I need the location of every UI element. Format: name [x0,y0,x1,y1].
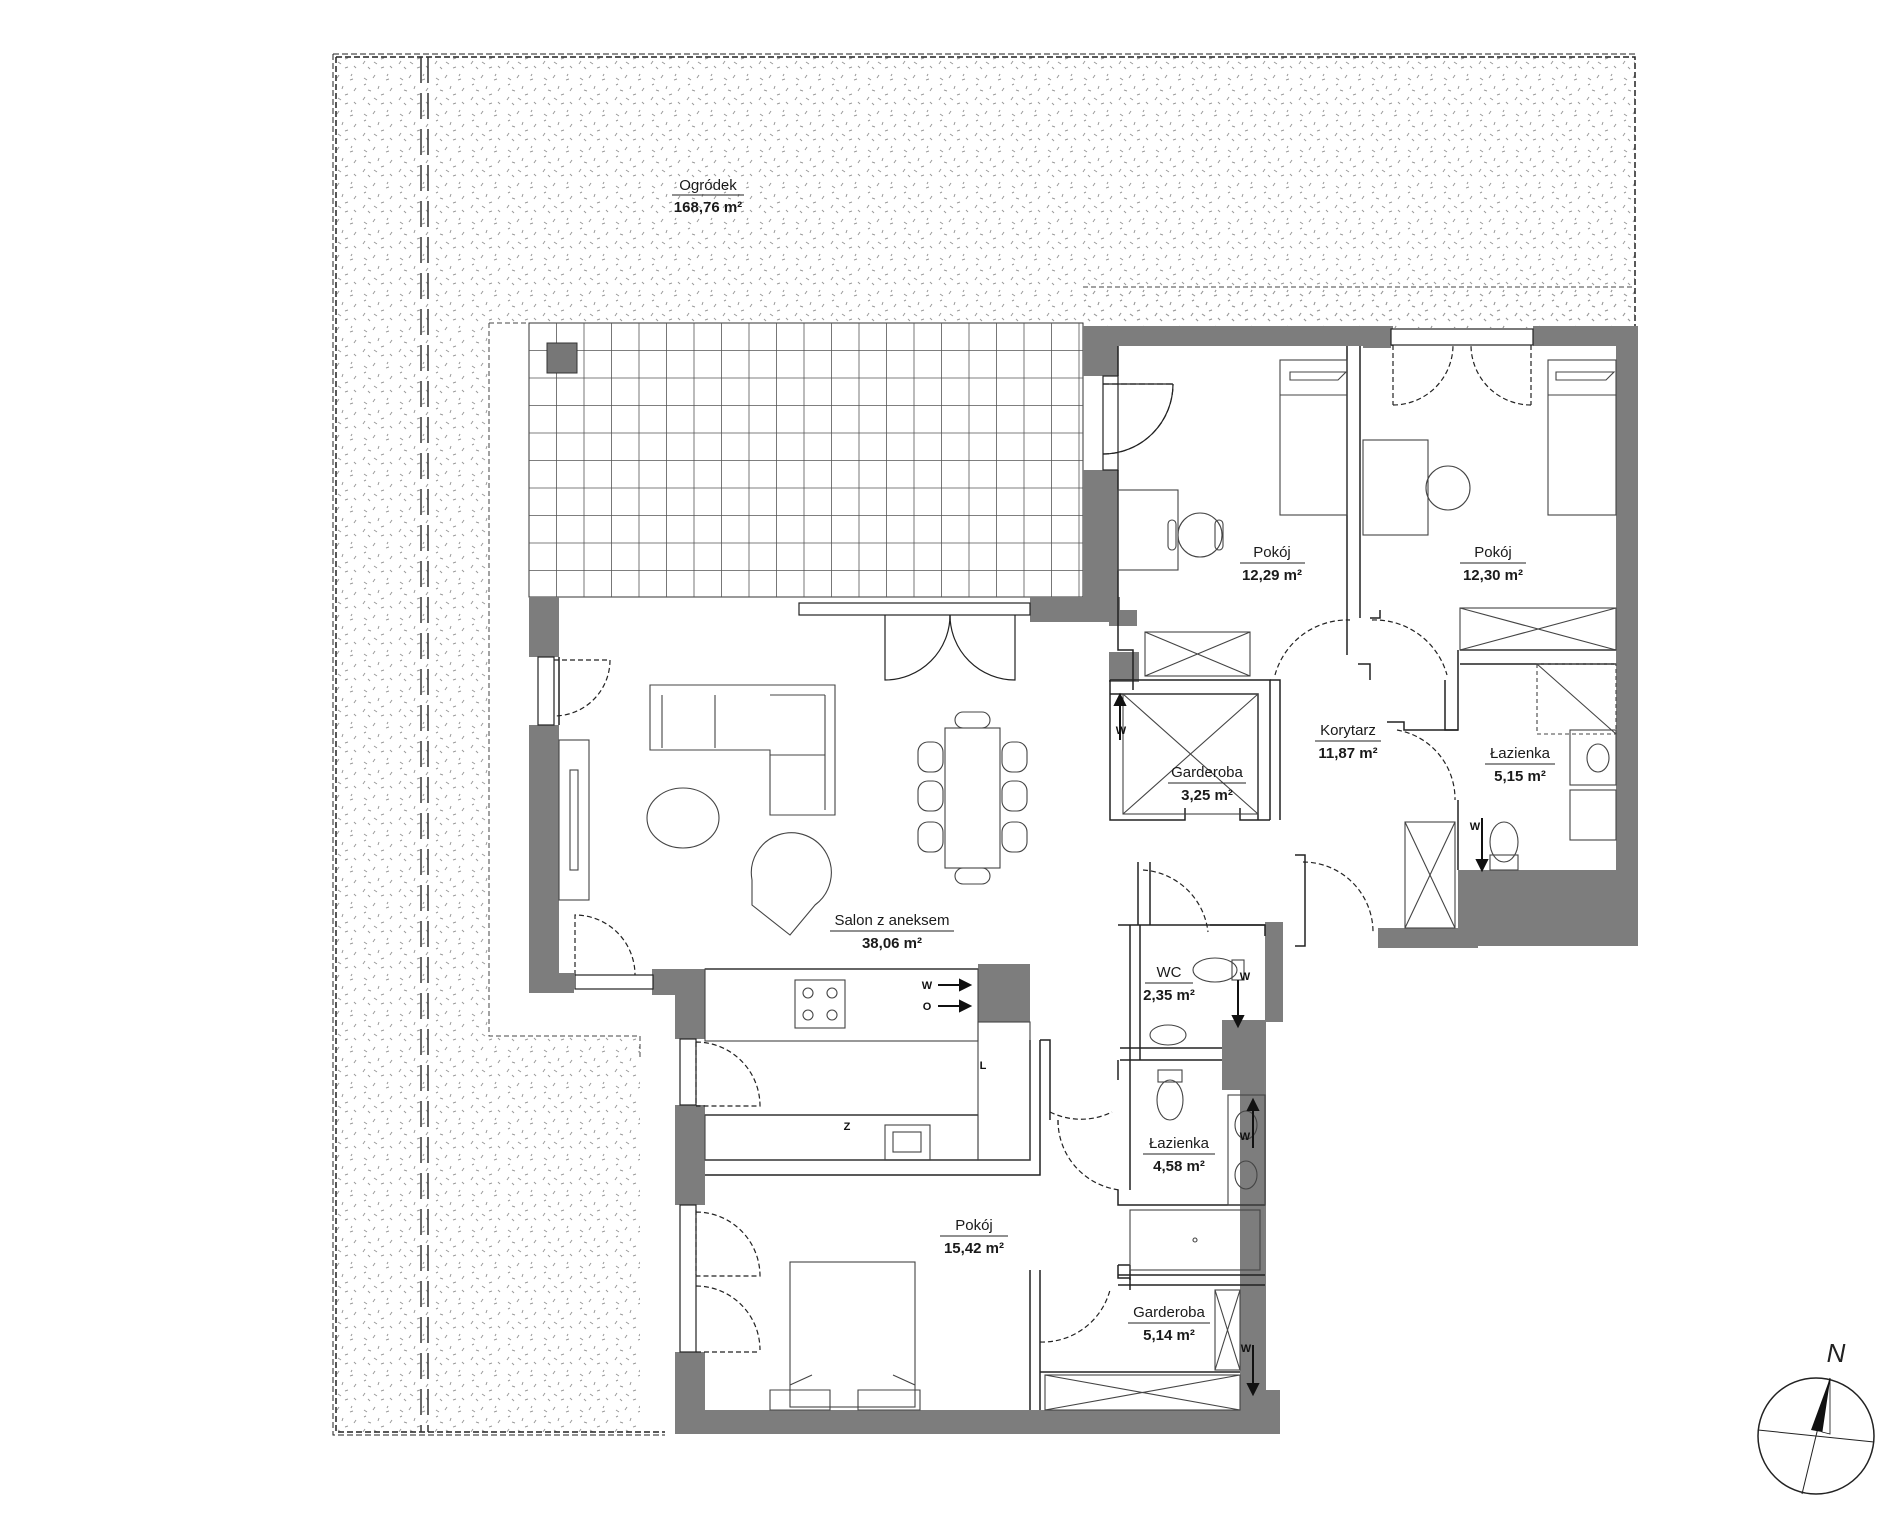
utility-marks: W W W W W W O L Z [844,692,1489,1397]
label-wc: WC 2,35 m² [1143,964,1195,1004]
washer-icon [1569,789,1617,841]
svg-text:Korytarz: Korytarz [1320,722,1376,739]
svg-text:Ogródek: Ogródek [679,177,737,194]
svg-text:15,42 m²: 15,42 m² [944,1240,1004,1257]
svg-text:WC: WC [1157,964,1182,981]
dishwasher-label: Z [844,1121,851,1133]
shower-icon [1536,663,1617,735]
desk-icon [1117,489,1179,571]
svg-text:Garderoba: Garderoba [1133,1304,1205,1321]
svg-text:Łazienka: Łazienka [1149,1135,1210,1152]
garden-area [332,53,1638,1436]
vent-label: W [1241,1343,1252,1355]
wardrobe-icon [1459,607,1617,651]
kitchen-counter-icon [704,968,1031,1161]
svg-text:2,35 m²: 2,35 m² [1143,987,1195,1004]
label-corridor: Korytarz 11,87 m² [1315,722,1381,762]
svg-text:5,14 m²: 5,14 m² [1143,1327,1195,1344]
label-living: Salon z aneksem 38,06 m² [830,912,954,952]
svg-text:5,15 m²: 5,15 m² [1494,768,1546,785]
toilet-icon [1156,1069,1184,1121]
svg-text:3,25 m²: 3,25 m² [1181,787,1233,804]
vent-label: W [1240,971,1251,983]
cooktop-icon [794,979,846,1029]
svg-text:12,29 m²: 12,29 m² [1242,567,1302,584]
bed-icon [1279,359,1348,516]
sink-icon [1227,1094,1266,1206]
bed-icon [1547,359,1617,516]
walls [529,326,1638,1434]
compass-north-label: N [1827,1338,1846,1368]
shelving-icon [1214,1289,1241,1371]
furniture [558,359,1617,1411]
svg-text:4,58 m²: 4,58 m² [1153,1158,1205,1175]
kitchen-supply-w-label: W [922,980,933,992]
label-room-ne-left: Pokój 12,29 m² [1240,544,1305,584]
desk-icon [1362,439,1429,536]
label-bathroom-south: Łazienka 4,58 m² [1143,1135,1215,1175]
windows [537,328,1534,1353]
toilet-icon [1489,821,1519,871]
vent-icon [938,692,1489,1397]
coffee-table-icon [646,787,720,849]
label-room-ne-right: Pokój 12,30 m² [1460,544,1526,584]
svg-text:168,76 m²: 168,76 m² [674,199,742,216]
svg-text:Pokój: Pokój [1253,544,1291,561]
compass-icon: N [1757,1338,1875,1495]
doors [553,344,1532,1353]
chair-icon [1167,512,1224,558]
label-room-south: Pokój 15,42 m² [940,1217,1008,1257]
fridge-label: L [980,1060,987,1072]
sink-icon [1149,1024,1187,1046]
shower-icon [1404,821,1456,929]
kitchen-supply-o-label: O [923,1001,932,1013]
vent-label: W [1470,821,1481,833]
sink-icon [1569,729,1617,786]
label-wardrobe-north: Garderoba 3,25 m² [1168,764,1246,804]
dining-table-icon [917,711,1028,885]
bathtub-icon [1129,1209,1261,1271]
svg-text:Łazienka: Łazienka [1490,745,1551,762]
armchair-icon [750,832,832,936]
sofa-icon [649,684,836,816]
label-wardrobe-south: Garderoba 5,14 m² [1128,1304,1210,1344]
shelving-icon [1122,693,1259,815]
terrace [528,322,1084,598]
label-garden: Ogródek 168,76 m² [672,177,744,216]
room-labels: Ogródek 168,76 m² Pokój 12,29 m² Pokój 1… [672,177,1555,1344]
wardrobe-icon [1144,631,1251,677]
svg-text:11,87 m²: 11,87 m² [1318,745,1377,762]
apartment-floor [552,346,1640,1430]
svg-text:Salon z aneksem: Salon z aneksem [834,912,949,929]
sink-icon [884,1124,931,1161]
drain-icon [546,342,578,374]
label-bathroom-east: Łazienka 5,15 m² [1485,745,1555,785]
svg-text:38,06 m²: 38,06 m² [862,935,922,952]
shelving-icon [1044,1374,1241,1411]
svg-text:Pokój: Pokój [955,1217,993,1234]
vent-label: W [1116,725,1127,737]
tv-icon [558,739,590,901]
svg-text:Garderoba: Garderoba [1171,764,1243,781]
svg-text:12,30 m²: 12,30 m² [1463,567,1523,584]
chair-icon [1425,465,1471,511]
vent-label: W [1240,1131,1251,1143]
bed-icon [769,1261,921,1411]
svg-text:Pokój: Pokój [1474,544,1512,561]
